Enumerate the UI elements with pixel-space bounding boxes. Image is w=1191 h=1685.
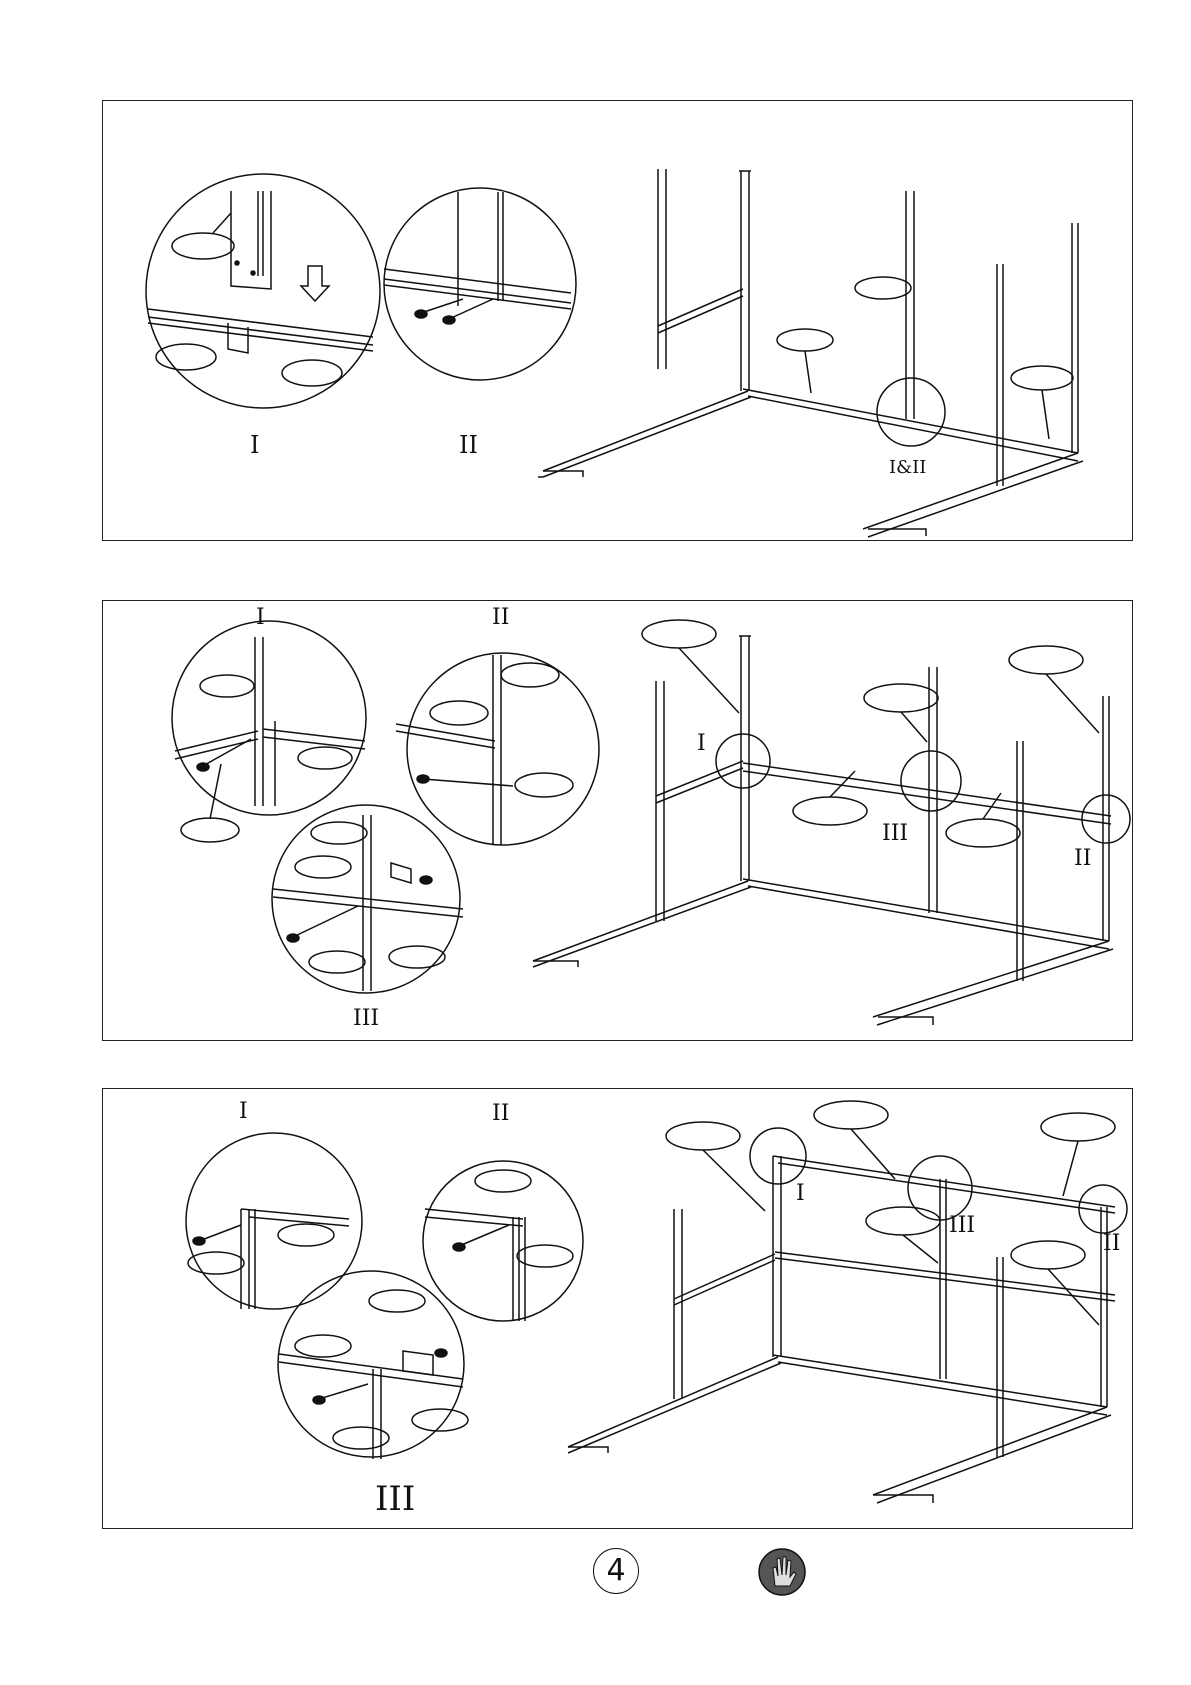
step-3-frame: [568, 1101, 1127, 1503]
detail-3-label: III: [353, 1006, 379, 1031]
step-3-panel: I II III I III II: [102, 1088, 1133, 1529]
detail-1-label: I: [250, 431, 259, 459]
detail-2-label: II: [492, 1101, 509, 1126]
detail-circle-1: [186, 1133, 362, 1309]
detail-1-label: I: [256, 605, 265, 630]
step-2-frame: [533, 620, 1130, 1025]
detail-circle-1: [146, 174, 380, 408]
main-label-3: II: [1103, 1231, 1120, 1256]
main-label-2: III: [949, 1213, 975, 1238]
main-callout-label: I&II: [889, 457, 926, 478]
detail-circle-3: [278, 1271, 468, 1459]
detail-1-label: I: [239, 1099, 248, 1124]
main-label-3: II: [1074, 846, 1091, 871]
detail-circle-3: [272, 805, 463, 993]
main-label-2: III: [882, 821, 908, 846]
detail-3-label: III: [375, 1479, 415, 1519]
step-3-drawing: [103, 1089, 1132, 1528]
step-2-drawing: [103, 601, 1132, 1040]
main-label-1: I: [697, 731, 706, 756]
step-2-panel: I II III I III II: [102, 600, 1133, 1041]
detail-2-label: II: [459, 431, 478, 459]
page-number: 4: [593, 1548, 639, 1594]
step-1-frame: [538, 169, 1083, 537]
detail-circle-2: [396, 653, 599, 845]
detail-2-label: II: [492, 605, 509, 630]
gloves-warning-icon: [758, 1548, 806, 1596]
detail-circle-2: [423, 1161, 583, 1321]
main-label-1: I: [796, 1181, 805, 1206]
step-1-panel: I II I&II: [102, 100, 1133, 541]
detail-circle-2: [384, 188, 576, 380]
step-1-drawing: [103, 101, 1132, 540]
